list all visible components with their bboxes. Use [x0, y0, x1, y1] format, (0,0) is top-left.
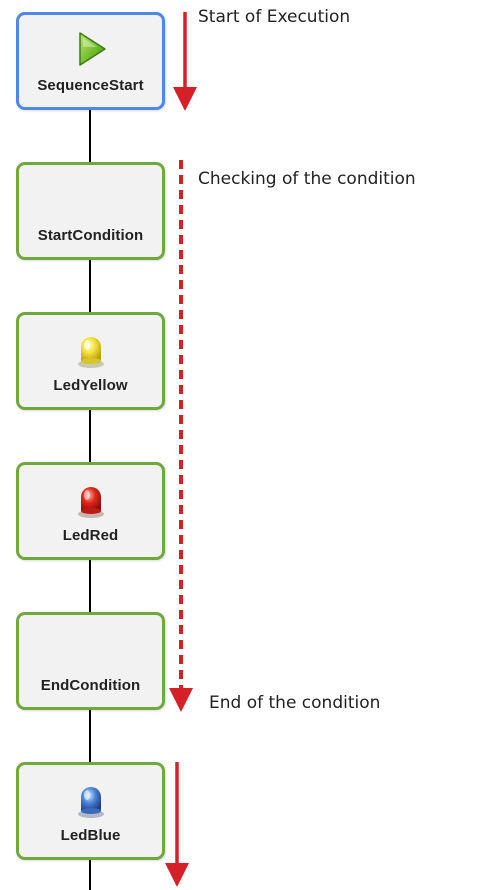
block-label: LedRed: [62, 527, 119, 544]
led-red-icon: [71, 481, 111, 521]
led-blue-block[interactable]: LedBlue: [16, 762, 165, 860]
block-label: EndCondition: [40, 677, 141, 694]
block-label: LedBlue: [60, 827, 121, 844]
end-condition-label: End of the condition: [209, 693, 381, 713]
block-label: StartCondition: [37, 227, 144, 244]
led-yellow-icon: [71, 331, 111, 371]
checking-condition-label: Checking of the condition: [198, 169, 416, 189]
start-execution-label: Start of Execution: [198, 7, 351, 27]
start-condition-block[interactable]: StartCondition: [16, 162, 165, 260]
block-label: LedYellow: [53, 377, 128, 394]
led-yellow-block[interactable]: LedYellow: [16, 312, 165, 410]
end-condition-block[interactable]: EndCondition: [16, 612, 165, 710]
led-blue-icon: [71, 781, 111, 821]
start-arrow-head: [173, 87, 197, 111]
sequence-start-block[interactable]: SequenceStart: [16, 12, 165, 110]
block-label: SequenceStart: [37, 77, 144, 94]
condition-arrow-head: [169, 688, 193, 712]
end-arrow-head: [165, 863, 189, 887]
led-red-block[interactable]: LedRed: [16, 462, 165, 560]
play-icon: [71, 29, 111, 69]
